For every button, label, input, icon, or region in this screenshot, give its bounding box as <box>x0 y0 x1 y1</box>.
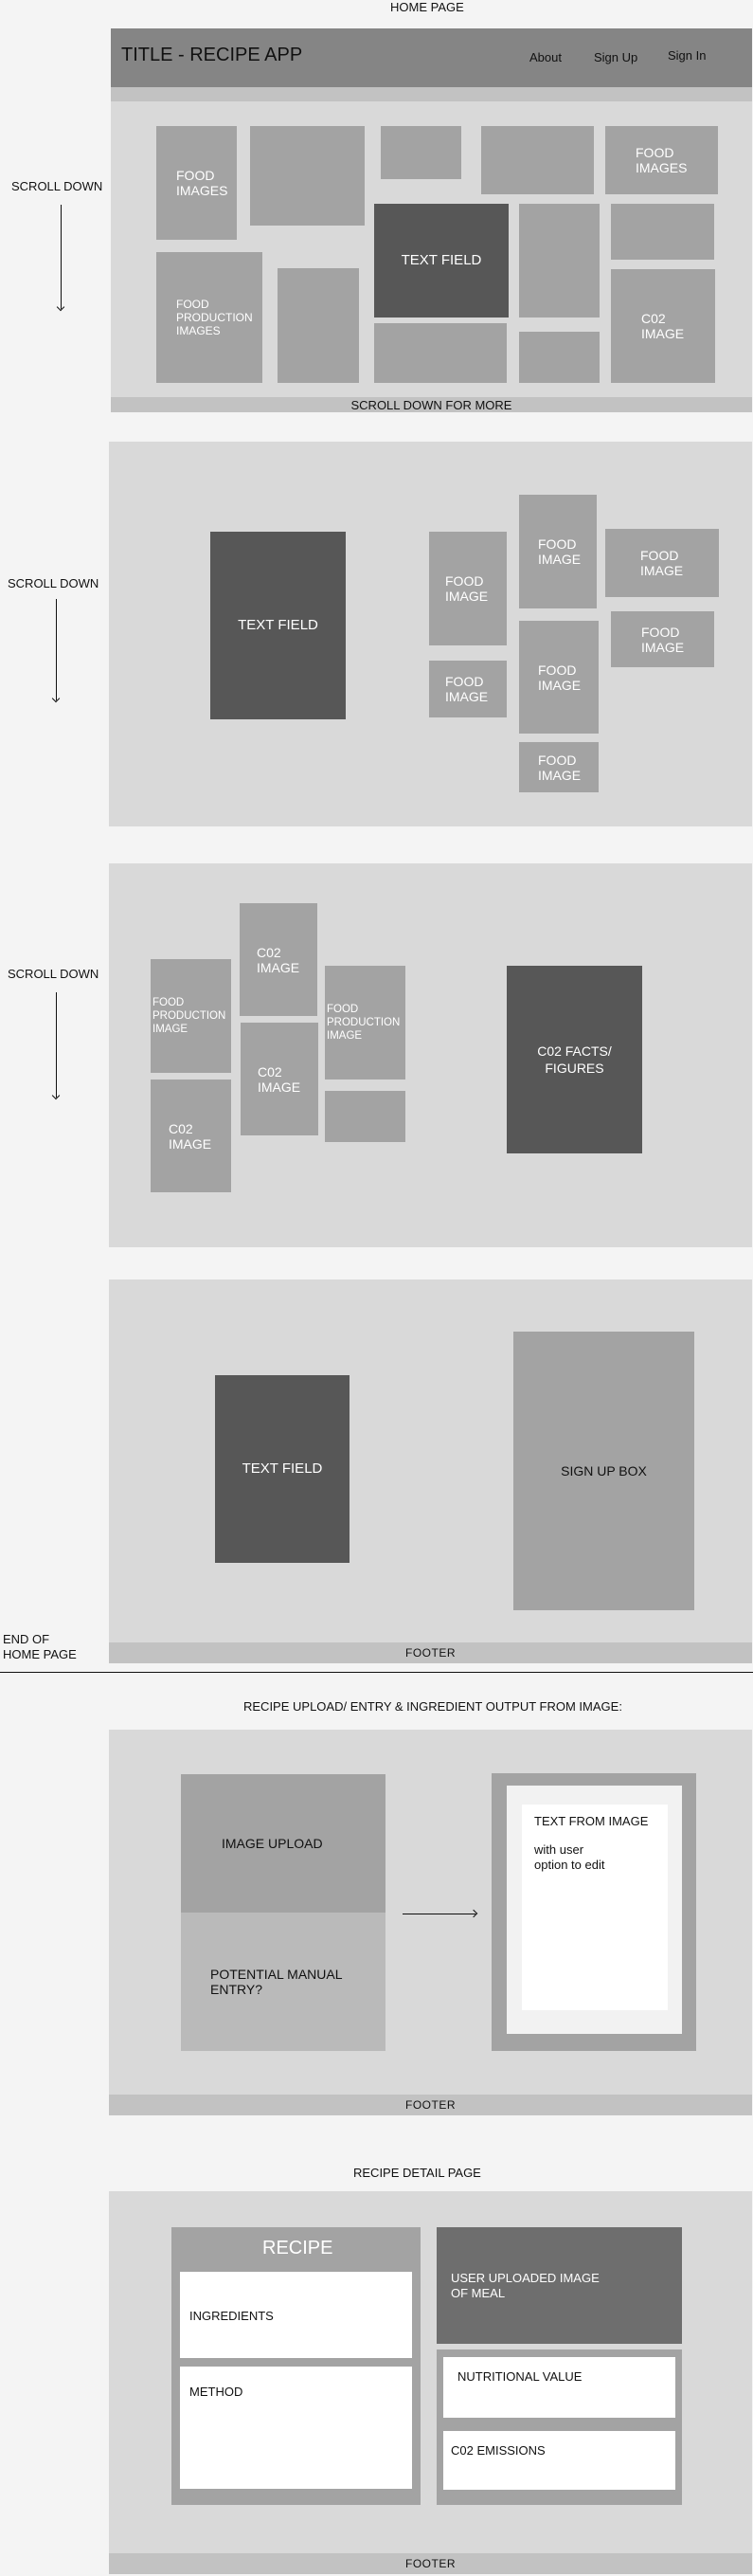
upload-page-heading: RECIPE UPLOAD/ ENTRY & INGREDIENT OUTPUT… <box>243 1699 622 1714</box>
food-image-tile: FOOD IMAGE <box>429 661 507 717</box>
food-production-image-tile: FOOD PRODUCTION IMAGE <box>325 966 405 1079</box>
recipe-title: RECIPE <box>262 2238 333 2259</box>
food-production-image-tile: FOOD PRODUCTION IMAGE <box>151 959 231 1073</box>
image-placeholder <box>325 1091 405 1142</box>
co2-image-tile: C02 IMAGE <box>151 1079 231 1192</box>
text-from-image-label: TEXT FROM IMAGE <box>534 1814 649 1828</box>
image-placeholder <box>250 126 365 226</box>
food-images-tile: FOOD IMAGES <box>156 126 237 240</box>
method-label: METHOD <box>189 2385 243 2399</box>
manual-entry-box[interactable]: POTENTIAL MANUAL ENTRY? <box>181 1913 385 2051</box>
detail-page-heading: RECIPE DETAIL PAGE <box>353 2166 481 2180</box>
food-image-tile: FOOD IMAGE <box>519 621 599 734</box>
signup-box[interactable]: SIGN UP BOX <box>513 1332 694 1610</box>
page-separator <box>0 1672 753 1673</box>
edit-note-label: with user option to edit <box>534 1842 605 1872</box>
scroll-down-label: SCROLL DOWN <box>11 179 103 193</box>
text-output-field[interactable] <box>522 1805 668 2010</box>
arrow-down-icon <box>56 599 57 700</box>
food-image-tile: FOOD IMAGE <box>611 611 714 667</box>
nav-signup-link[interactable]: Sign Up <box>594 50 638 64</box>
arrow-down-icon <box>61 205 62 309</box>
scroll-down-label: SCROLL DOWN <box>8 576 99 590</box>
home-footer: FOOTER <box>109 1642 752 1663</box>
header-divider <box>111 87 752 101</box>
nutritional-value-box[interactable] <box>443 2357 675 2418</box>
text-field-box[interactable]: TEXT FIELD <box>210 532 346 719</box>
ingredients-label: INGREDIENTS <box>189 2309 274 2323</box>
image-upload-box[interactable]: IMAGE UPLOAD <box>181 1774 385 1913</box>
app-header: TITLE - RECIPE APP About Sign Up Sign In <box>111 28 752 87</box>
app-title: TITLE - RECIPE APP <box>121 45 303 65</box>
ingredients-box[interactable] <box>180 2272 412 2358</box>
food-production-images-tile: FOOD PRODUCTION IMAGES <box>156 252 262 383</box>
co2-emissions-box[interactable] <box>443 2431 675 2490</box>
nutritional-value-label: NUTRITIONAL VALUE <box>457 2369 583 2384</box>
upload-footer: FOOTER <box>109 2095 752 2115</box>
detail-footer: FOOTER <box>109 2553 752 2574</box>
image-placeholder <box>611 204 714 260</box>
method-box[interactable] <box>180 2367 412 2489</box>
end-of-home-label: END OF HOME PAGE <box>3 1632 77 1661</box>
image-placeholder <box>381 126 461 179</box>
scroll-down-label: SCROLL DOWN <box>8 967 99 981</box>
image-placeholder <box>374 323 507 383</box>
nav-about-link[interactable]: About <box>529 50 562 64</box>
scroll-more-bar: SCROLL DOWN FOR MORE <box>111 397 752 412</box>
arrow-down-icon <box>56 992 57 1098</box>
image-placeholder <box>481 126 594 194</box>
image-placeholder <box>278 268 359 383</box>
co2-image-tile: C02 IMAGE <box>241 1023 318 1135</box>
food-image-tile: FOOD IMAGE <box>605 529 719 597</box>
co2-image-tile: C02 IMAGE <box>611 269 715 383</box>
nav-signin-link[interactable]: Sign In <box>668 48 707 63</box>
co2-emissions-label: C02 EMISSIONS <box>451 2443 546 2458</box>
image-placeholder <box>519 204 600 317</box>
home-page-heading: HOME PAGE <box>390 0 464 14</box>
food-images-tile: FOOD IMAGES <box>605 126 718 194</box>
food-image-tile: FOOD IMAGE <box>519 495 597 608</box>
food-image-tile: FOOD IMAGE <box>429 532 507 645</box>
text-field-box[interactable]: TEXT FIELD <box>215 1375 350 1563</box>
text-field-box[interactable]: TEXT FIELD <box>374 204 509 317</box>
co2-facts-box: C02 FACTS/ FIGURES <box>507 966 642 1153</box>
food-image-tile: FOOD IMAGE <box>519 742 599 792</box>
image-placeholder <box>519 332 600 383</box>
user-meal-image[interactable]: USER UPLOADED IMAGE OF MEAL <box>437 2227 682 2344</box>
co2-image-tile: C02 IMAGE <box>240 903 317 1016</box>
